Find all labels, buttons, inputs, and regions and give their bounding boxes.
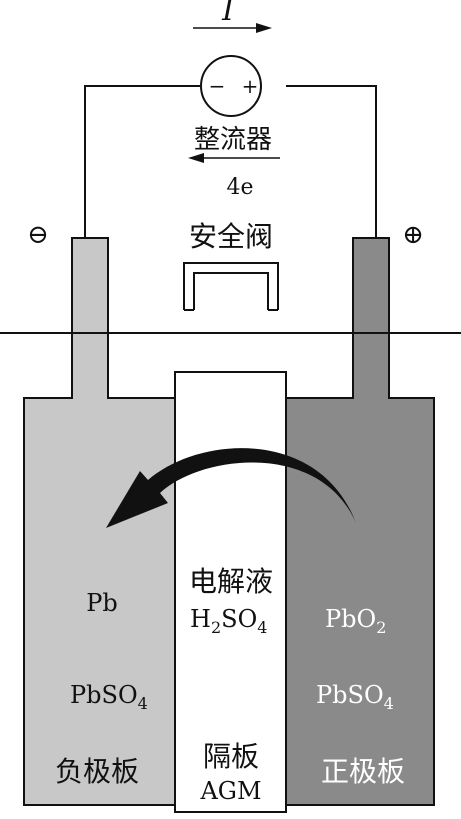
wire-negative	[84, 85, 200, 240]
negative-plate-label: 负极板	[55, 755, 139, 788]
wire-positive	[286, 85, 377, 240]
positive-material-pbo2: PbO2	[325, 605, 386, 637]
pos-pbo-sub: 2	[376, 618, 386, 637]
positive-plate	[285, 237, 435, 806]
current-label: I	[221, 0, 235, 28]
external-circuit	[84, 85, 377, 240]
current-arrow	[193, 23, 272, 33]
electrolyte-label: 电解液	[189, 565, 273, 598]
electron-label: 4e	[226, 175, 253, 200]
formula-so-sub: 4	[257, 618, 267, 637]
negative-material-pb: Pb	[86, 589, 118, 617]
positive-terminal-symbol: ⊕	[402, 220, 424, 250]
pos-pbso-main: PbSO	[316, 681, 384, 709]
dc-source-circle	[200, 55, 262, 117]
separator-label: 隔板	[203, 740, 259, 773]
rectifier-label: 整流器	[194, 125, 272, 155]
separator-agm	[174, 371, 287, 813]
oxygen-label-sub: 2	[253, 488, 264, 508]
neg-pbso-main: PbSO	[70, 681, 138, 709]
pos-pbso-sub: 4	[384, 694, 394, 713]
negative-material-pbso4: PbSO4	[70, 681, 148, 713]
electrolyte-formula: H2SO4	[190, 605, 267, 637]
positive-plate-label: 正极板	[321, 755, 405, 788]
oxygen-label-main: O	[232, 474, 253, 504]
negative-terminal-symbol: ⊖	[27, 220, 49, 250]
pos-pbo-main: PbO	[325, 605, 376, 633]
source-minus-sign: −	[209, 74, 226, 98]
oxygen-arrow	[106, 448, 356, 528]
neg-pbso-sub: 4	[138, 694, 148, 713]
formula-h: H	[190, 605, 211, 633]
source-plus-sign: +	[242, 74, 259, 98]
separator-type-label: AGM	[199, 777, 261, 805]
electron-arrow	[188, 153, 280, 163]
formula-h-sub: 2	[211, 618, 221, 637]
negative-plate	[23, 237, 176, 806]
oxygen-label: O2	[232, 474, 264, 508]
positive-material-pbso4: PbSO4	[316, 681, 394, 713]
formula-so: SO	[221, 605, 257, 633]
safety-valve	[183, 262, 279, 311]
safety-valve-label: 安全阀	[189, 220, 273, 253]
